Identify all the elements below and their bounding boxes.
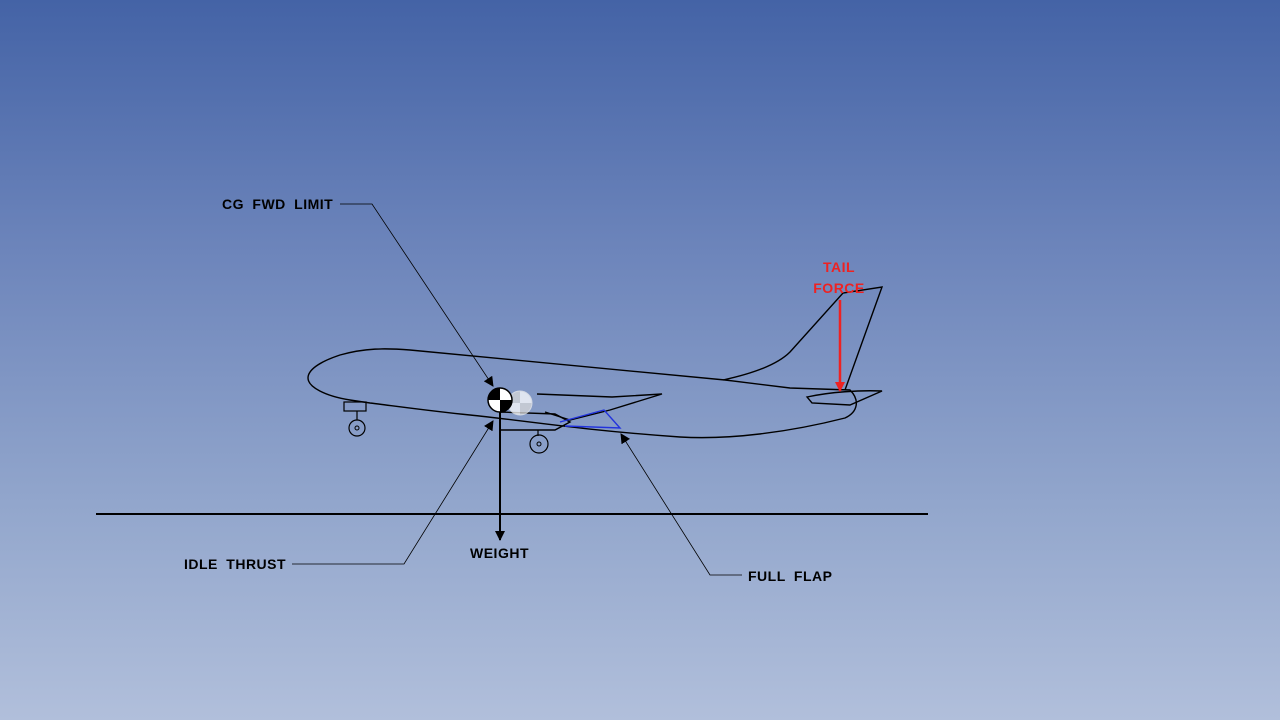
full-flap-leader xyxy=(620,433,742,576)
weight-label: WEIGHT xyxy=(470,545,529,561)
full-flap-label: FULL FLAP xyxy=(748,568,833,584)
vertical-stabilizer xyxy=(722,286,884,391)
nose-landing-gear xyxy=(343,401,367,437)
horizontal-stabilizer xyxy=(805,390,883,406)
tail-force-label-line2: FORCE xyxy=(813,280,865,296)
cg-fwd-symbol xyxy=(487,387,513,413)
tail-force-label-line1: TAIL xyxy=(822,259,856,275)
main-landing-gear xyxy=(529,430,549,454)
cg-fwd-limit-label: CG FWD LIMIT xyxy=(222,196,334,212)
fuselage-outline xyxy=(307,348,857,439)
idle-thrust-label: IDLE THRUST xyxy=(184,556,287,572)
idle-thrust-leader xyxy=(292,420,494,565)
full-flap xyxy=(559,409,622,429)
cg-aft-symbol xyxy=(507,390,533,416)
wing-outline xyxy=(536,393,663,421)
engine-nacelle xyxy=(499,411,572,431)
cg-fwd-leader xyxy=(340,203,494,387)
tail-force-label: TAIL FORCE xyxy=(804,257,874,299)
